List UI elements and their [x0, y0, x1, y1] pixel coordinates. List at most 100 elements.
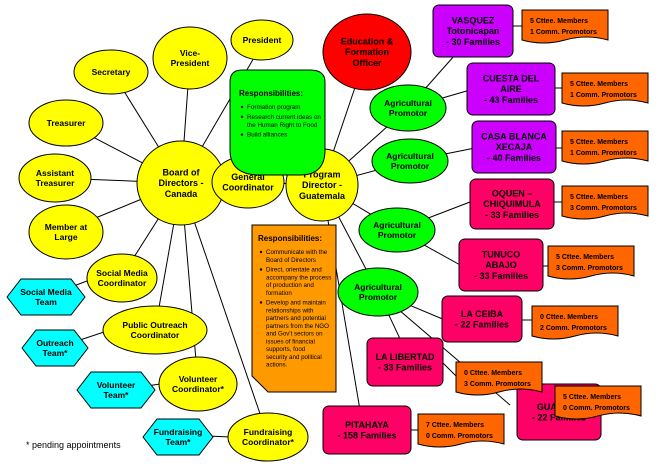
node-label: AIRE	[500, 84, 522, 94]
node-label: Promotor	[359, 292, 398, 302]
member-count: 3 Comm. Promotors	[464, 381, 531, 388]
bullet-icon	[240, 105, 244, 109]
node-label: TUNUCO	[482, 249, 521, 259]
oquen-chiquimula-members-shape	[561, 185, 649, 220]
casa-blanca-xecaja-members-shape	[561, 130, 649, 165]
node-label: Team*	[43, 348, 69, 358]
node-label: Program	[303, 169, 340, 179]
agricultural-promotor-2-shape	[371, 138, 449, 184]
cuesta-del-aire-members-shape	[561, 72, 649, 107]
node-label: Public Outreach	[122, 320, 187, 330]
la-ceiba-members-shape	[531, 305, 619, 340]
bullet-icon	[259, 268, 263, 271]
member-count: 5 Cttee. Members	[530, 18, 588, 25]
node-label: General	[231, 172, 265, 182]
member-count: 5 Cttee. Members	[570, 139, 628, 146]
node-label: ABAJO	[485, 260, 517, 270]
pitahaya-members-shape	[417, 413, 505, 448]
node-label: - 22 Families	[455, 320, 509, 330]
node-label: Social Media	[96, 268, 148, 278]
oquen-chiquimula-shape	[469, 178, 555, 230]
node-label: - 33 Families	[485, 210, 539, 220]
node-label: Education &	[341, 36, 394, 46]
node-label: Director -	[302, 180, 342, 190]
node-label: CUESTA DEL	[483, 73, 540, 83]
node-label: Vice-	[180, 48, 200, 58]
public-outreach-coordinator-shape	[102, 305, 208, 355]
node-label: Agricultural	[384, 98, 432, 108]
node-label: Volunteer	[97, 380, 136, 390]
connector-line	[180, 182, 269, 438]
assistant-treasurer-shape	[18, 153, 92, 203]
node-label: Social Media	[20, 287, 72, 297]
node-label: Volunteer	[179, 374, 218, 384]
la-ceiba: LA CEIBA- 22 Families	[441, 295, 523, 343]
bullet-icon	[259, 301, 263, 304]
node-label: Team*	[166, 437, 192, 447]
node-label: Fundraising	[244, 427, 293, 437]
node-label: - 158 Families	[337, 431, 396, 441]
bullet-icon	[240, 115, 244, 119]
node-label: Officer	[352, 58, 382, 68]
outreach-team-shape	[21, 329, 89, 367]
node-label: Promotor	[391, 161, 430, 171]
node-label: - 22 Families	[532, 413, 586, 423]
agricultural-promotor-3-shape	[358, 207, 436, 253]
cuesta-del-aire-shape	[466, 62, 556, 116]
node-label: Assistant	[36, 168, 74, 178]
social-media-coordinator-shape	[86, 253, 158, 303]
member-count: 1 Comm. Promotors	[570, 92, 637, 99]
node-label: CHIQUIMULA	[483, 199, 541, 209]
member-count: 0 Comm. Promotors	[426, 433, 493, 440]
tunuco-abajo-shape	[458, 238, 544, 292]
node-label: VASQUEZ	[452, 15, 495, 25]
la-ceiba-shape	[441, 295, 523, 343]
node-label: LA CEIBA	[461, 309, 504, 319]
president: President	[230, 19, 294, 61]
volunteer-coordinator-shape	[158, 356, 238, 412]
node-label: PITAHAYA	[345, 420, 389, 430]
node-label: Canada	[165, 189, 199, 199]
vasquez-shape	[432, 4, 514, 58]
fundraising-coordinator-shape	[227, 412, 309, 462]
member-at-large-shape	[28, 204, 104, 260]
bullet-icon	[240, 133, 244, 136]
treasurer: Treasurer	[28, 99, 104, 147]
node-label: Team	[35, 297, 57, 307]
node-label: - 33 Families	[378, 363, 432, 373]
node-label: Treasurer	[47, 118, 86, 128]
node-label: Outreach	[36, 338, 73, 348]
education-officer-shape	[322, 13, 412, 91]
pitahaya-shape	[322, 405, 412, 455]
node-label: OQUEN –	[492, 188, 533, 198]
node-label: Coordinator	[98, 278, 147, 288]
node-label: - 43 Families	[484, 95, 538, 105]
secretary-shape	[73, 49, 149, 95]
responsibilities-title: Responsibilities:	[239, 89, 303, 98]
vice-president-shape	[152, 26, 228, 90]
la-libertad-shape	[366, 337, 444, 387]
node-label: Agricultural	[354, 282, 402, 292]
member-count: 5 Cttee. Members	[556, 254, 614, 261]
member-count: 2 Comm. Promotors	[540, 325, 607, 332]
node-label: Totonicapan	[447, 26, 500, 36]
fundraising-team-shape	[142, 418, 214, 456]
education-responsibilities-shape	[229, 69, 326, 176]
